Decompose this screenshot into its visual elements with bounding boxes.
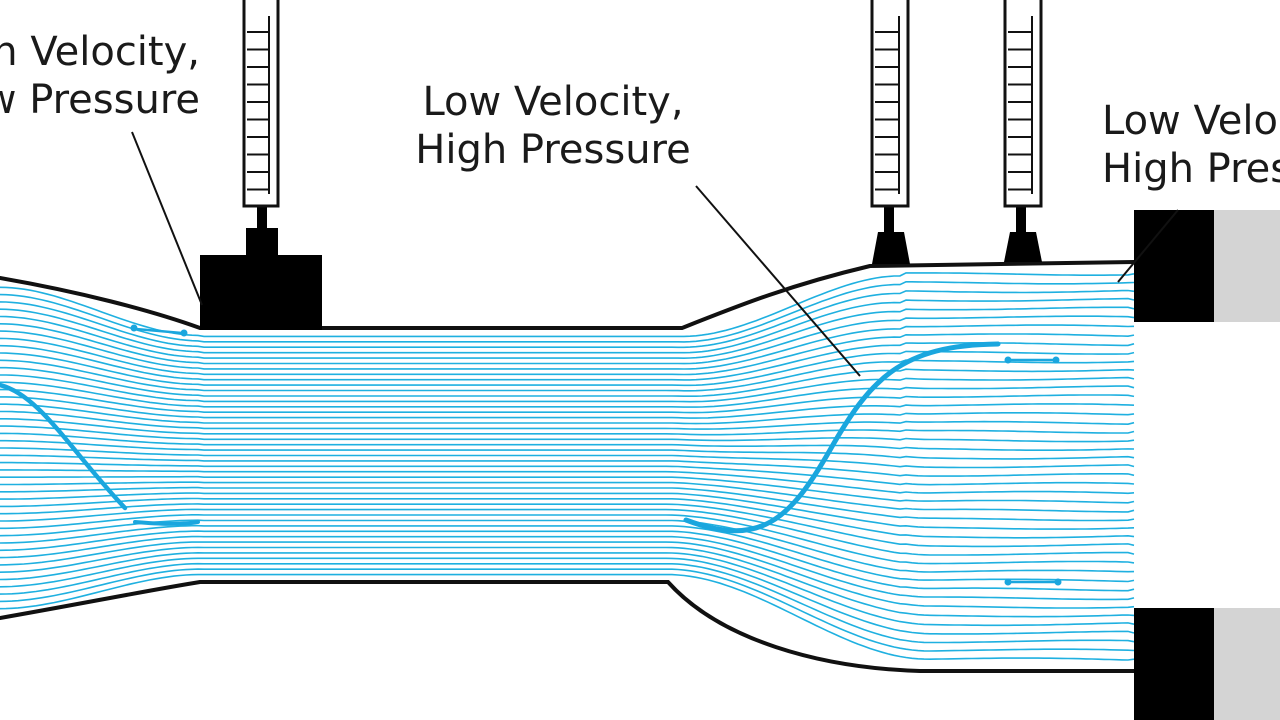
left-tap-neck bbox=[246, 228, 278, 258]
streamline bbox=[0, 530, 1135, 592]
streamline bbox=[0, 396, 1135, 419]
streamline bbox=[0, 350, 1135, 387]
tracer-dash bbox=[135, 327, 183, 335]
syringe-gauge-icon bbox=[870, 0, 910, 208]
flange-bottom-black bbox=[1134, 608, 1214, 720]
streamline bbox=[0, 333, 1135, 376]
streamline bbox=[0, 425, 1135, 443]
streamline bbox=[0, 447, 1135, 469]
outlet-flange bbox=[1134, 210, 1280, 720]
streamline bbox=[0, 497, 1135, 539]
right-label-line2: High Pres bbox=[1102, 146, 1280, 192]
pipe-top-wall bbox=[0, 260, 1136, 330]
flow-wave-left-tail bbox=[133, 520, 200, 526]
streamline bbox=[0, 410, 1135, 430]
streamline bbox=[0, 403, 1135, 425]
streamline bbox=[0, 541, 1135, 609]
tracer-dot bbox=[1054, 578, 1062, 586]
streamline bbox=[0, 306, 1135, 360]
streamline bbox=[0, 524, 1135, 583]
pressure-tap-icon bbox=[872, 232, 910, 264]
streamline bbox=[0, 503, 1135, 548]
flange-top-black bbox=[1134, 210, 1214, 322]
streamline bbox=[0, 461, 1135, 486]
streamline bbox=[0, 546, 1135, 618]
flow-wave-left bbox=[0, 382, 128, 511]
streamline bbox=[0, 557, 1135, 635]
streamline bbox=[0, 374, 1135, 403]
flow-streamlines bbox=[0, 272, 1135, 661]
tap-1-stem bbox=[884, 206, 894, 234]
tracer-dot bbox=[1052, 356, 1060, 364]
streamline bbox=[0, 508, 1135, 556]
tap-2-stem bbox=[1016, 206, 1026, 234]
streamline bbox=[0, 568, 1135, 652]
left-label-line1: h Velocity, bbox=[0, 29, 200, 75]
syringe-gauge-icon bbox=[1003, 0, 1043, 208]
right-label-line1: Low Velo bbox=[1102, 98, 1278, 144]
right-pressure-tap-2 bbox=[1004, 206, 1042, 262]
label-pointers bbox=[131, 131, 1179, 377]
tracer-dot bbox=[180, 329, 188, 337]
streamline bbox=[0, 454, 1135, 477]
left-tap-stem bbox=[257, 206, 267, 230]
streamline bbox=[0, 381, 1135, 408]
streamline bbox=[0, 359, 1135, 392]
left-label-pointer bbox=[131, 131, 203, 306]
middle-region-label: Low Velocity, High Pressure bbox=[410, 78, 696, 174]
syringe-gauge-icon bbox=[242, 0, 280, 208]
pipe-outline bbox=[0, 260, 1136, 673]
streamline bbox=[0, 514, 1135, 565]
streamline bbox=[0, 551, 1135, 627]
left-tap-block bbox=[200, 255, 322, 330]
streamline bbox=[0, 562, 1135, 644]
flow-wave-markers bbox=[0, 324, 1062, 586]
streamline bbox=[0, 297, 1135, 354]
streamline bbox=[0, 519, 1135, 573]
streamline bbox=[0, 432, 1135, 451]
streamline bbox=[0, 535, 1135, 601]
left-label-line2: w Pressure bbox=[0, 77, 200, 123]
tracer-dot bbox=[1004, 356, 1012, 364]
streamline bbox=[0, 475, 1135, 504]
flow-wave-right bbox=[683, 341, 1001, 534]
pressure-tap-icon bbox=[1004, 232, 1042, 262]
streamline bbox=[0, 492, 1135, 530]
streamline bbox=[0, 481, 1135, 513]
middle-label-pointer bbox=[695, 185, 861, 377]
left-region-label: h Velocity, w Pressure bbox=[0, 28, 200, 124]
streamline bbox=[0, 324, 1135, 370]
right-region-label: Low Velo High Pres bbox=[1102, 97, 1280, 193]
streamline bbox=[0, 289, 1135, 349]
streamline bbox=[0, 418, 1135, 436]
left-pressure-tap bbox=[200, 206, 322, 330]
pipe-bottom-wall bbox=[0, 580, 1136, 673]
streamline bbox=[0, 272, 1135, 338]
streamline bbox=[0, 573, 1135, 661]
streamline bbox=[0, 342, 1135, 381]
middle-label-line2: High Pressure bbox=[415, 127, 691, 173]
flange-bottom-grey bbox=[1214, 608, 1280, 720]
middle-label-line1: Low Velocity, bbox=[422, 79, 684, 125]
streamline bbox=[0, 439, 1135, 460]
tracer-dot bbox=[1004, 578, 1012, 586]
streamline bbox=[0, 281, 1135, 343]
right-label-pointer bbox=[1117, 209, 1179, 283]
right-pressure-tap-1 bbox=[872, 206, 910, 264]
tracer-dot bbox=[130, 324, 138, 332]
streamline bbox=[0, 366, 1135, 397]
streamline bbox=[0, 469, 1135, 495]
flange-top-grey bbox=[1214, 210, 1280, 322]
streamline bbox=[0, 315, 1135, 365]
streamline bbox=[0, 388, 1135, 414]
streamline bbox=[0, 486, 1135, 522]
